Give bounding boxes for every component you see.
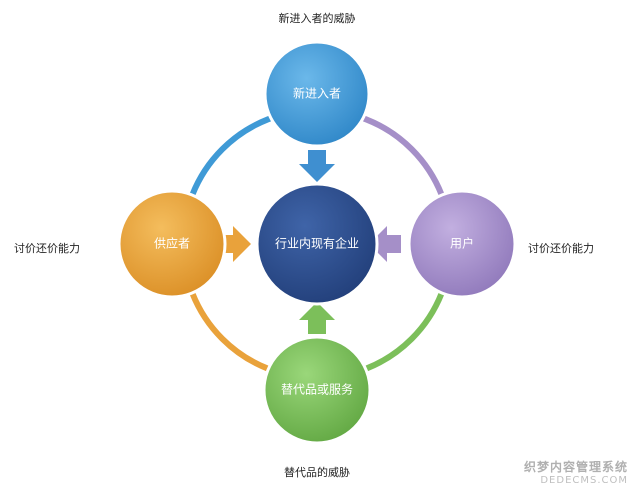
watermark-line-1: 织梦内容管理系统 <box>523 460 628 474</box>
label-supplier-bargaining-power: 讨价还价能力 <box>14 242 80 255</box>
node-buyers: 用户 <box>407 189 517 299</box>
node-buyers-label: 用户 <box>450 236 474 251</box>
node-new-entrants: 新进入者 <box>263 40 371 148</box>
node-suppliers-label: 供应者 <box>154 236 190 251</box>
label-threat-of-new-entrants: 新进入者的威胁 <box>278 12 356 25</box>
label-threat-of-substitutes: 替代品的威胁 <box>284 466 350 479</box>
watermark-line-2: DEDECMS.COM <box>540 475 628 486</box>
node-industry-competitors-label: 行业内现有企业 <box>275 236 359 251</box>
node-new-entrants-label: 新进入者 <box>293 86 341 101</box>
watermark: 织梦内容管理系统 DEDECMS.COM <box>524 458 628 486</box>
node-industry-competitors: 行业内现有企业 <box>255 182 379 306</box>
node-substitutes: 替代品或服务 <box>262 335 372 445</box>
arrow-down-icon <box>299 150 335 182</box>
node-substitutes-label: 替代品或服务 <box>281 382 353 397</box>
arrow-up-icon <box>299 302 335 334</box>
node-suppliers: 供应者 <box>117 189 227 299</box>
label-buyer-bargaining-power: 讨价还价能力 <box>528 242 594 255</box>
